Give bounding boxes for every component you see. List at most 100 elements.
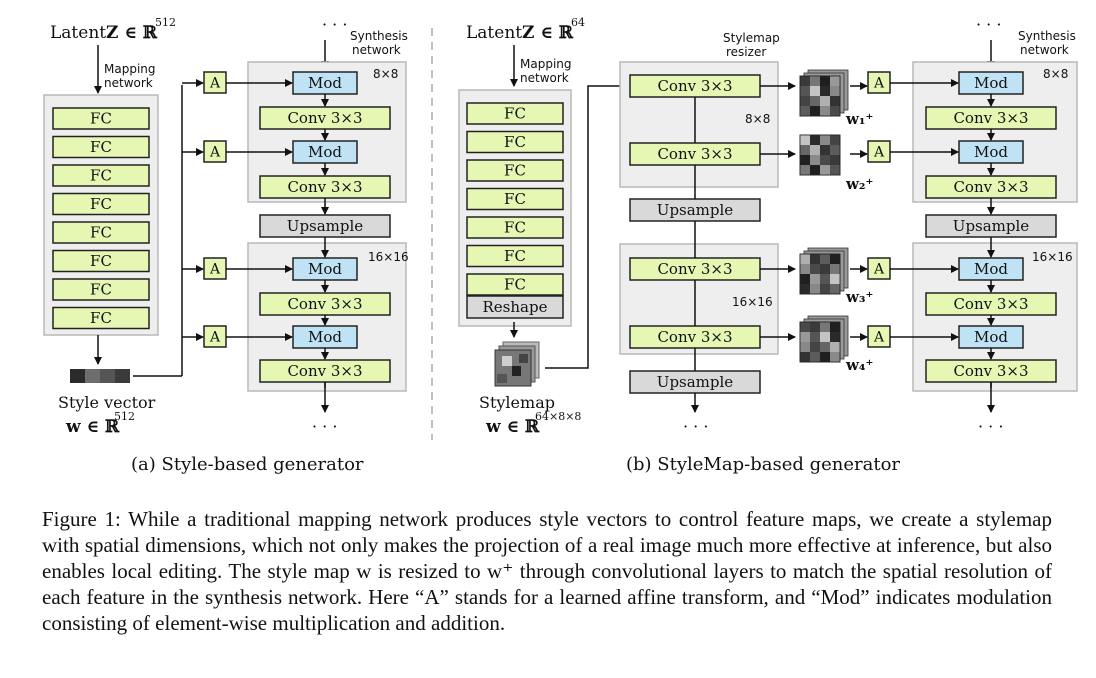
wplus-label: w₁⁺ <box>845 110 873 128</box>
mod-layer-label: Mod <box>974 74 1008 92</box>
wplus-thumbnail <box>799 134 841 176</box>
fc-layer-label: FC <box>504 276 526 294</box>
conv-layer: Conv 3×3 <box>259 175 391 199</box>
fc-layer: FC <box>466 244 564 268</box>
fc-layer: FC <box>466 159 564 182</box>
conv-layer: Conv 3×3 <box>259 359 391 383</box>
res-16-b-resizer: 16×16 <box>732 295 773 309</box>
panel-a: Latent Z ∈ ℝ 512 Mapping network FCFCFCF… <box>43 15 409 475</box>
fc-layer: FC <box>52 278 150 301</box>
panel-b: Latent Z ∈ ℝ 64 Mapping network FCFCFCFC… <box>458 15 1078 475</box>
fc-layer: FC <box>466 187 564 211</box>
mod-layer-label: Mod <box>308 328 342 346</box>
resizer-label-1: Stylemap <box>723 31 780 45</box>
architecture-diagram: Latent Z ∈ ℝ 512 Mapping network FCFCFCF… <box>43 15 1078 475</box>
dots-bottom-b: · · · <box>978 417 1003 436</box>
mod-layer-label: Mod <box>974 143 1008 161</box>
latent-exp-b: 64 <box>571 16 585 29</box>
mapping-label-a2: network <box>104 76 153 90</box>
latent-exp-a: 512 <box>155 16 176 29</box>
conv-layer-label: Conv 3×3 <box>953 109 1028 127</box>
affine-a-box: A <box>203 140 227 163</box>
mod-layer: Mod <box>292 140 358 164</box>
style-vector-label: Style vector <box>58 393 156 412</box>
reshape-layer-label: Reshape <box>483 298 548 316</box>
conv-layer-label: Conv 3×3 <box>287 295 362 313</box>
wplus-label: w₂⁺ <box>845 175 873 193</box>
fc-layer: FC <box>466 273 564 296</box>
upsample-layer: Upsample <box>629 370 761 394</box>
w-math-a: w ∈ ℝ <box>65 417 120 437</box>
wplus-thumbnail <box>799 69 849 117</box>
dots-top-a: · · · <box>322 15 347 34</box>
conv-layer: Conv 3×3 <box>925 292 1057 316</box>
latent-label-b: Latent <box>466 23 522 43</box>
conv-layer-label: Conv 3×3 <box>953 178 1028 196</box>
affine-a-box: A <box>203 71 227 94</box>
w-exp-b: 64×8×8 <box>535 410 581 423</box>
resizer-conv-layer-label: Conv 3×3 <box>657 260 732 278</box>
mod-layer-label: Mod <box>974 328 1008 346</box>
mod-layer: Mod <box>958 257 1024 281</box>
synthesis-label-b2: network <box>1020 43 1069 57</box>
conv-layer-label: Conv 3×3 <box>287 109 362 127</box>
fc-layer: FC <box>52 164 150 187</box>
conv-layer: Conv 3×3 <box>925 106 1057 130</box>
mapping-label-b1: Mapping <box>520 57 572 71</box>
reshape-layer: Reshape <box>466 295 564 319</box>
affine-a-box-label: A <box>209 76 221 92</box>
conv-layer: Conv 3×3 <box>925 175 1057 199</box>
fc-layer: FC <box>466 216 564 239</box>
affine-a-box-label: A <box>209 262 221 278</box>
affine-a-box: A <box>203 257 227 280</box>
res-16-b: 16×16 <box>1032 250 1073 264</box>
fc-layer: FC <box>52 221 150 244</box>
fc-layer-label: FC <box>90 309 112 327</box>
conv-layer-label: Conv 3×3 <box>287 178 362 196</box>
fc-layer: FC <box>52 192 150 216</box>
wplus-maps: w₁⁺w₂⁺w₃⁺w₄⁺ <box>760 69 873 374</box>
resizer-label-2: resizer <box>726 45 766 59</box>
affine-a-box: A <box>867 140 891 163</box>
upsample-layer-label: Upsample <box>657 201 734 219</box>
latent-label-a: Latent <box>50 23 106 43</box>
fc-layer-label: FC <box>504 219 526 237</box>
fc-layer-label: FC <box>504 105 526 123</box>
stylemap-label: Stylemap <box>479 393 555 412</box>
synthesis-label-a2: network <box>352 43 401 57</box>
w-math-b: w ∈ ℝ <box>485 417 540 437</box>
conv-layer-label: Conv 3×3 <box>953 295 1028 313</box>
mod-layer: Mod <box>958 325 1024 349</box>
w-exp-a: 512 <box>114 410 135 423</box>
affine-a-box-label: A <box>873 330 885 346</box>
mod-layer-label: Mod <box>308 74 342 92</box>
mod-layer-label: Mod <box>308 143 342 161</box>
fc-layer-label: FC <box>90 110 112 128</box>
resizer-conv-layer-label: Conv 3×3 <box>657 145 732 163</box>
conv-layer-label: Conv 3×3 <box>953 362 1028 380</box>
fc-layer: FC <box>466 102 564 125</box>
wplus-thumbnail <box>799 247 849 295</box>
affine-a-box-label: A <box>209 330 221 346</box>
wplus-label: w₄⁺ <box>845 356 873 374</box>
conv-layer: Conv 3×3 <box>259 292 391 316</box>
style-vector-cells <box>70 369 130 383</box>
res-8-b: 8×8 <box>1043 67 1068 81</box>
dots-bottom-a: · · · <box>312 417 337 436</box>
affine-a-box-label: A <box>873 262 885 278</box>
figure-caption: Figure 1: While a traditional mapping ne… <box>42 507 1052 635</box>
mod-layer-label: Mod <box>974 260 1008 278</box>
mod-layer: Mod <box>958 140 1024 164</box>
affine-a-box-label: A <box>873 145 885 161</box>
affine-a-box: A <box>867 325 891 348</box>
affine-a-box: A <box>203 325 227 348</box>
res-16-a: 16×16 <box>368 250 409 264</box>
conv-layer: Conv 3×3 <box>259 106 391 130</box>
synthesis-label-b1: Synthesis <box>1018 29 1076 43</box>
mapping-label-b2: network <box>520 71 569 85</box>
stylemap-image <box>494 341 540 387</box>
